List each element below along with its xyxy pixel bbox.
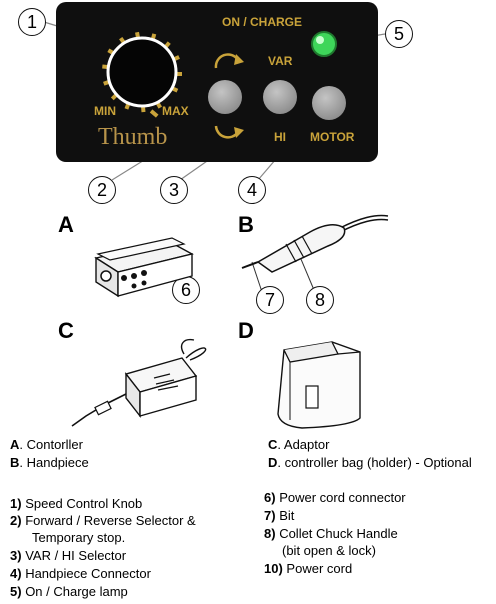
legend-item-10: 10) Power cord (264, 561, 353, 576)
adaptor-illustration (71, 338, 207, 427)
motor-label: MOTOR (310, 130, 355, 144)
callout-2: 2 (88, 176, 116, 204)
section-b-label: B (238, 212, 254, 237)
legend-c: C. Adaptor (268, 437, 330, 452)
legend-item-6: 6) Power cord connector (264, 490, 406, 505)
legend-item-3: 3) VAR / HI Selector (10, 548, 127, 563)
controller-illustration (94, 237, 194, 298)
max-label: MAX (162, 104, 189, 118)
section-a-label: A (58, 212, 74, 237)
speed-knob (106, 36, 178, 108)
motor-connector[interactable] (312, 86, 346, 120)
var-hi-button[interactable] (263, 80, 297, 114)
brand-logo: Thumb (98, 124, 168, 150)
legend-item-8-cont: (bit open & lock) (282, 543, 376, 558)
legend-b: B. Handpiece (10, 455, 89, 470)
callout-7: 7 (256, 286, 284, 314)
section-c-label: C (58, 318, 74, 343)
legend-item-1: 1) Speed Control Knob (10, 496, 143, 511)
legend-item-2-cont: Temporary stop. (32, 530, 126, 545)
legend-d: D. controller bag (holder) - Optional (268, 455, 472, 470)
legend-item-7: 7) Bit (264, 508, 295, 523)
callout-4: 4 (238, 176, 266, 204)
legend-item-2: 2) Forward / Reverse Selector & (10, 513, 196, 528)
legend-item-5: 5) On / Charge lamp (10, 584, 128, 599)
controller-bag-illustration (277, 341, 361, 429)
callout-8: 8 (306, 286, 334, 314)
callout-5: 5 (385, 20, 413, 48)
speed-knob-scale (102, 31, 337, 139)
callout-3: 3 (160, 176, 188, 204)
min-label: MIN (94, 104, 116, 118)
legend-item-4: 4) Handpiece Connector (10, 566, 151, 581)
var-label: VAR (268, 54, 293, 68)
on-charge-label: ON / CHARGE (222, 15, 303, 29)
legend-a: A. Contorller (10, 437, 83, 452)
charge-lamp (311, 31, 337, 57)
forward-reverse-button[interactable] (208, 80, 242, 114)
legend-item-8: 8) Collet Chuck Handle (264, 526, 398, 541)
handpiece-illustration (241, 214, 389, 273)
section-d-label: D (238, 318, 254, 343)
control-panel: ON / CHARGE VAR HI MOTOR MIN MAX Thumb (56, 2, 378, 162)
hi-label: HI (274, 130, 286, 144)
callout-1: 1 (18, 8, 46, 36)
